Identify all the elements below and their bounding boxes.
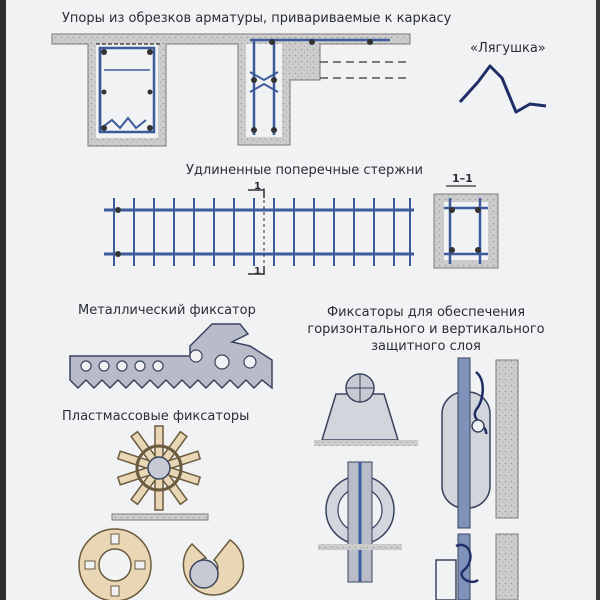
- plastic-fixators-drawing: [78, 425, 245, 600]
- fixators-title-line2: горизонтального и вертикального: [307, 322, 545, 337]
- metal-fixator-drawing: [69, 323, 273, 390]
- frog-fixator-label: «Лягушка»: [470, 41, 546, 56]
- section-mark-bottom: 1: [254, 266, 261, 277]
- extended-bars-title: Удлиненные поперечные стержни: [186, 163, 423, 178]
- fixators-title-line1: Фиксаторы для обеспечения: [326, 305, 526, 320]
- protective-layer-fixators-drawing: [314, 357, 519, 600]
- extended-bars-drawing: [104, 185, 499, 278]
- plastic-fixators-title: Пластмассовые фиксаторы: [62, 409, 250, 424]
- section-mark-top: 1: [254, 181, 261, 192]
- section-label: 1–1: [452, 172, 473, 185]
- frog-fixator-shape: [458, 64, 547, 114]
- metal-fixator-title: Металлический фиксатор: [78, 303, 256, 318]
- rebar-supports-drawing: [51, 33, 411, 147]
- photo-edge-shadow: [0, 0, 8, 600]
- rebar-supports-title: Упоры из обрезков арматуры, привариваемы…: [62, 11, 452, 26]
- fixators-title-line3: защитного слоя: [371, 339, 481, 354]
